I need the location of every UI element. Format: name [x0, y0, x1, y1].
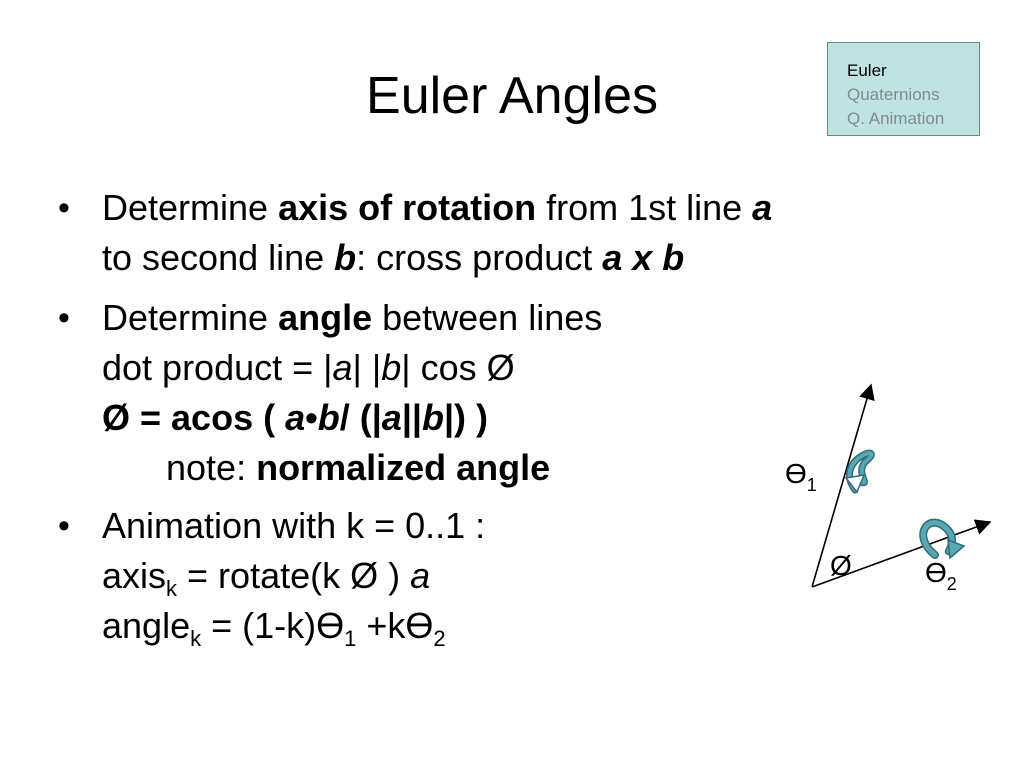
nav-item-euler[interactable]: Euler	[847, 61, 887, 80]
text-run: Determine	[102, 297, 279, 338]
text-run-bold-italic: b	[317, 397, 340, 438]
bullet-mark: •	[58, 507, 70, 545]
bullet-line: anglek = (1-k)Ɵ1 +kƟ2	[102, 602, 446, 650]
bullet-line: Determine axis of rotation from 1st line…	[102, 184, 772, 232]
text-run: angle	[102, 605, 191, 646]
text-run-bold: angle	[278, 297, 373, 338]
text-run-italic: b	[381, 347, 402, 388]
topic-navigation: Euler Quaternions Q. Animation	[827, 42, 980, 136]
subscript: k	[190, 626, 202, 651]
line-b	[811, 519, 992, 588]
rotation-diagram: Ɵ1 Ø Ɵ2	[785, 383, 992, 594]
subscript: 2	[433, 626, 446, 651]
text-run-bold-italic: b	[334, 237, 357, 278]
text-run: from 1st line	[536, 187, 753, 228]
bullet-line: dot product = |a| |b| cos Ø	[102, 344, 515, 392]
nav-item-q-animation[interactable]: Q. Animation	[847, 109, 945, 128]
text-run-bold-italic: a	[285, 397, 306, 438]
text-run-bold-italic: a x b	[602, 237, 685, 278]
text-run-italic: a	[332, 347, 353, 388]
rotation-arrow-1-icon	[844, 449, 875, 494]
phi-label: Ø	[830, 550, 852, 581]
bullet-line: to second line b: cross product a x b	[102, 234, 684, 282]
nav-item-quaternions[interactable]: Quaternions	[847, 85, 940, 104]
bullet-line-note: note: normalized angle	[166, 444, 550, 492]
text-run-bold: axis of rotation	[278, 187, 537, 228]
text-run-bold: •	[305, 397, 318, 438]
text-run: Determine	[102, 187, 279, 228]
text-run: to second line	[102, 237, 335, 278]
bullet-line: Ø = acos ( a•b/ (|a||b|) )	[102, 394, 488, 442]
bullet-mark: •	[58, 189, 70, 227]
text-run: = (1-k)Ɵ	[201, 605, 345, 646]
text-run-bold: ||	[401, 397, 422, 438]
text-run-bold: normalized angle	[256, 447, 551, 488]
bullet-mark: •	[58, 299, 70, 337]
text-run-bold-italic: a	[752, 187, 773, 228]
text-run: axis	[102, 555, 167, 596]
text-run: +kƟ	[356, 605, 434, 646]
text-run: | cos Ø	[401, 347, 515, 388]
text-run: between lines	[372, 297, 603, 338]
bullet-line: Animation with k = 0..1 :	[102, 502, 485, 550]
text-run: Animation with k = 0..1 :	[102, 505, 486, 546]
bullet-line: axisk = rotate(k Ø ) a	[102, 552, 430, 600]
text-run: dot product = |	[102, 347, 333, 388]
text-run-bold-italic: a	[381, 397, 402, 438]
text-run: : cross product	[356, 237, 603, 278]
text-run: = rotate(k Ø )	[177, 555, 411, 596]
theta2-label: Ɵ2	[925, 557, 957, 594]
bullet-line: Determine angle between lines	[102, 294, 602, 342]
rotation-arrow-2-icon	[919, 518, 966, 560]
text-run: note:	[166, 447, 257, 488]
subscript: 1	[344, 626, 357, 651]
text-run-bold: / (|	[339, 397, 382, 438]
theta1-label: Ɵ1	[785, 458, 817, 495]
text-run: | |	[352, 347, 382, 388]
text-run-bold: |) )	[443, 397, 489, 438]
line-a	[811, 383, 875, 588]
text-run-bold: Ø = acos (	[102, 397, 286, 438]
slide-title: Euler Angles	[366, 67, 658, 125]
subscript: k	[166, 576, 178, 601]
text-run-bold-italic: b	[421, 397, 444, 438]
text-run-italic: a	[410, 555, 431, 596]
